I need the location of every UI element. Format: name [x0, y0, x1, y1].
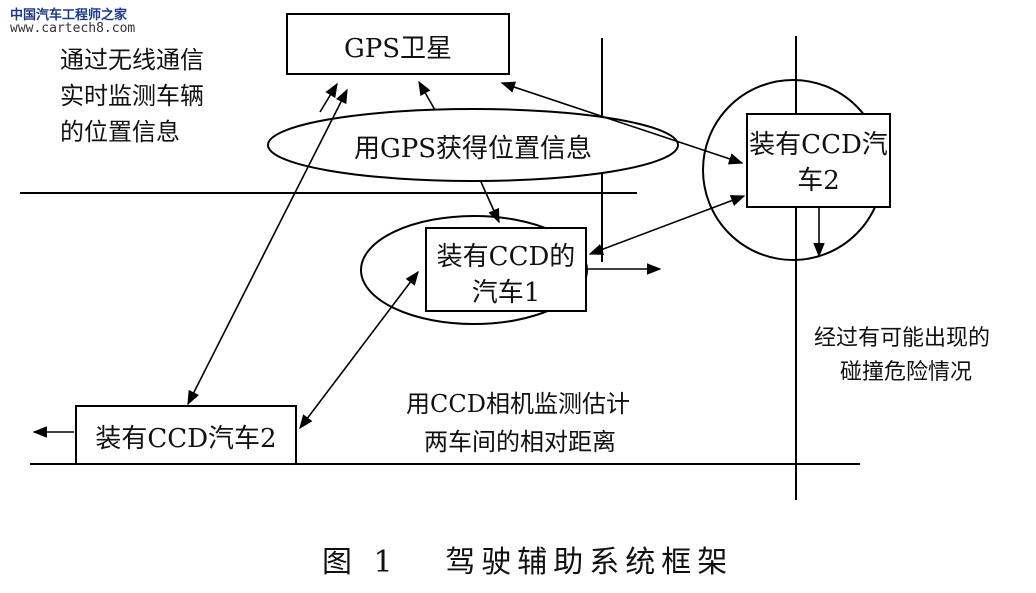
car1-label-line1: 装有CCD的: [436, 242, 576, 272]
arrow-satellite-car2-bottom: [187, 88, 348, 406]
watermark-title: 中国汽车工程师之家: [10, 8, 128, 23]
arrow-gps-location-to-satellite-a: [319, 82, 338, 113]
car1-label-line2: 汽车1: [471, 278, 541, 308]
gps-satellite-label: GPS卫星: [343, 34, 453, 64]
gps-location-label: 用GPS获得位置信息: [353, 134, 593, 164]
wireless-note-line2: 实时监测车辆: [60, 82, 204, 110]
arrow-car1-car2-bottom: [299, 270, 419, 430]
car2-bottom-label: 装有CCD汽车2: [95, 424, 277, 454]
arrow-car1-car2-right: [588, 195, 746, 255]
watermark-url: www.cartech8.com: [10, 21, 136, 36]
collision-note-line2: 碰撞危险情况: [840, 360, 973, 385]
car2-right-label-line1: 装有CCD汽: [749, 130, 888, 160]
arrow-gps-location-to-car1: [480, 181, 500, 224]
figure-caption: 图 1 驾驶辅助系统框架: [322, 545, 734, 580]
wireless-note-line3: 的位置信息: [60, 118, 180, 146]
wireless-note-line1: 通过无线通信: [60, 46, 204, 74]
car1-box: [425, 227, 587, 312]
ccd-note-line2: 两车间的相对距离: [424, 428, 616, 456]
gps-satellite-box: [286, 13, 510, 75]
ccd-note-line1: 用CCD相机监测估计: [406, 390, 630, 418]
collision-note-line1: 经过有可能出现的: [814, 326, 991, 351]
car2-right-box: [746, 113, 891, 208]
car2-right-label-line2: 车2: [797, 166, 840, 196]
car2-bottom-box: [75, 405, 297, 465]
arrow-gps-location-to-satellite-b: [418, 80, 436, 111]
arrow-satellite-car2-right: [500, 81, 744, 165]
